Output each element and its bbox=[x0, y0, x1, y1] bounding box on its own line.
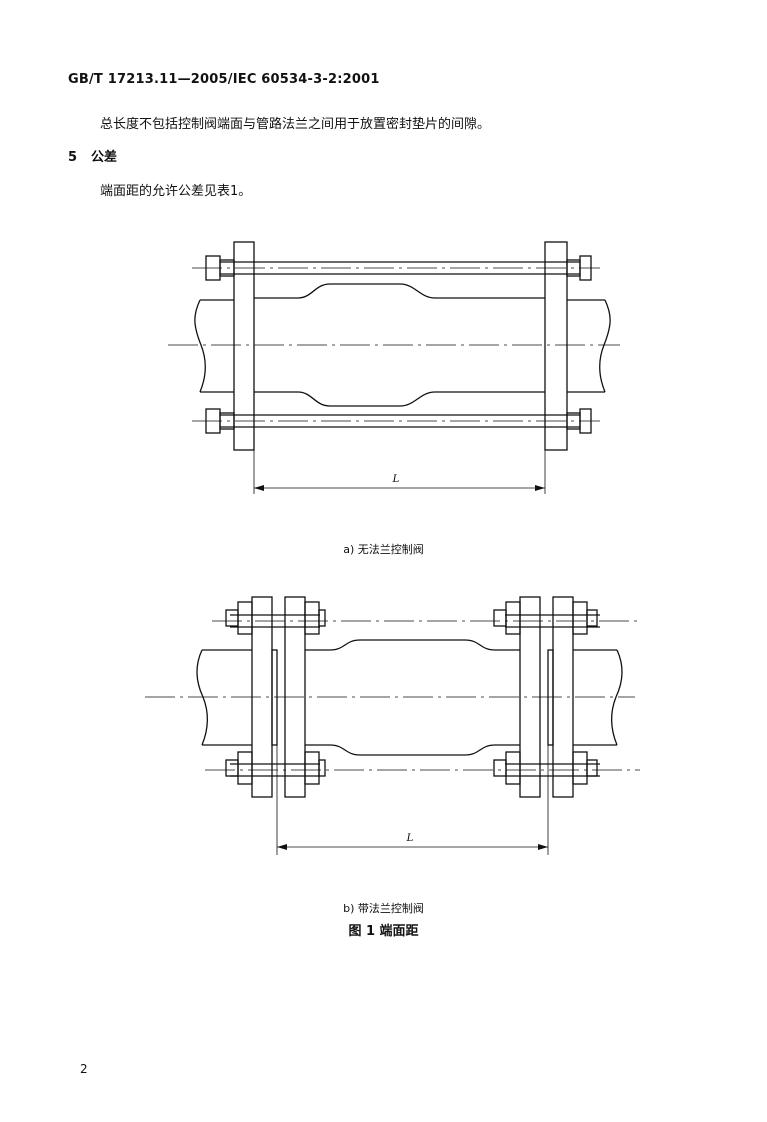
caption-a: a) 无法兰控制阀 bbox=[343, 543, 424, 556]
drawing-flanged-valve bbox=[145, 596, 640, 855]
paragraph-gasket-note: 总长度不包括控制阀端面与管路法兰之间用于放置密封垫片的间隙。 bbox=[100, 117, 491, 132]
section-number: 5 bbox=[68, 150, 78, 165]
dimension-label-a: L bbox=[392, 474, 400, 485]
paragraph-tolerance: 端面距的允许公差见表1。 bbox=[100, 184, 252, 199]
page-number: 2 bbox=[80, 1062, 88, 1076]
section-title: 公差 bbox=[91, 150, 118, 165]
section-heading: 5 公差 bbox=[68, 146, 117, 165]
drawing-flangeless-valve bbox=[168, 241, 620, 494]
figure-title: 图 1 端面距 bbox=[348, 924, 419, 939]
dimension-label-b: L bbox=[406, 833, 414, 844]
document-header: GB/T 17213.11—2005/IEC 60534-3-2:2001 bbox=[68, 72, 380, 87]
caption-b: b) 带法兰控制阀 bbox=[343, 902, 424, 915]
